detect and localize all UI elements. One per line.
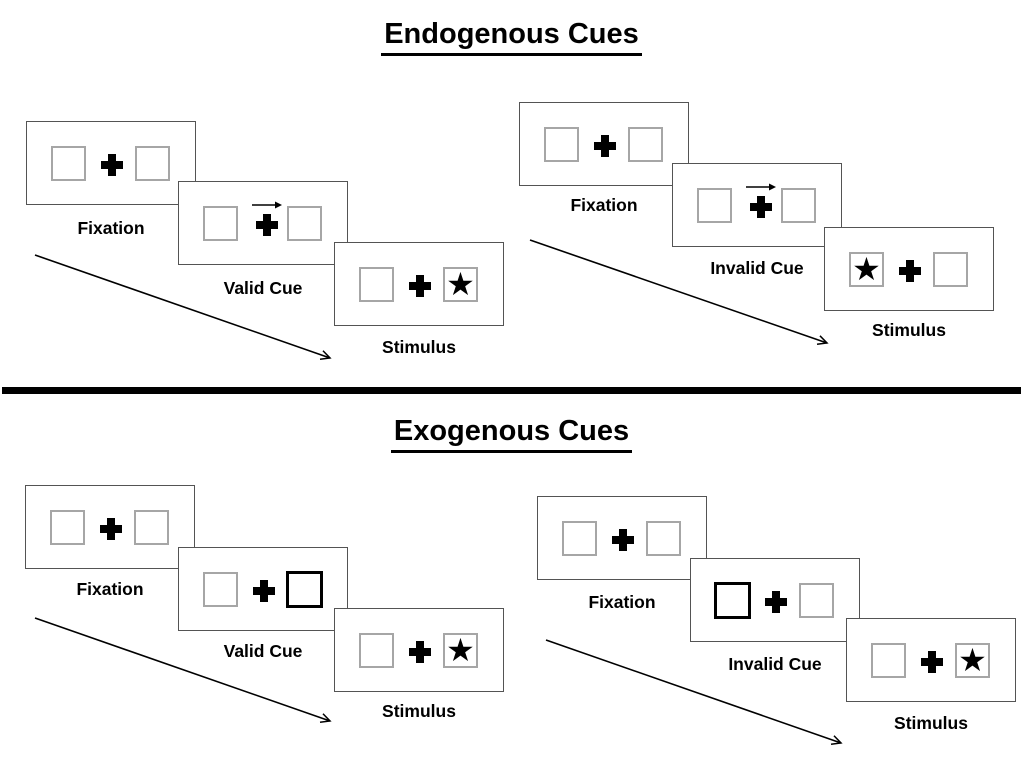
right-arrow-cue-icon xyxy=(746,183,776,191)
placeholder-box-right xyxy=(628,127,663,162)
valid-cue-screen xyxy=(178,547,348,631)
endogenous-title-text: Endogenous Cues xyxy=(381,18,642,56)
placeholder-box-right xyxy=(799,583,834,618)
placeholder-box-right xyxy=(933,252,968,287)
fixation-label: Fixation xyxy=(570,195,638,215)
stimulus-screen: ★ xyxy=(334,242,504,326)
invalid-cue-label: Invalid Cue xyxy=(710,258,804,278)
valid-cue-label: Valid Cue xyxy=(223,641,303,661)
fixation-cross-icon xyxy=(594,135,616,157)
fixation-cross-icon xyxy=(899,260,921,282)
fixation-cross-icon xyxy=(253,580,275,602)
fixation-screen xyxy=(26,121,196,205)
star-stimulus-icon: ★ xyxy=(958,641,987,679)
placeholder-box-right xyxy=(646,521,681,556)
placeholder-box-right xyxy=(781,188,816,223)
invalid-cue-screen xyxy=(672,163,842,247)
fixation-cross-icon xyxy=(612,529,634,551)
fixation-screen xyxy=(537,496,707,580)
placeholder-box-right xyxy=(135,146,170,181)
invalid-cue-screen xyxy=(690,558,860,642)
placeholder-box-left xyxy=(203,206,238,241)
placeholder-box-left xyxy=(544,127,579,162)
placeholder-box-right xyxy=(287,206,322,241)
fixation-cross-icon xyxy=(100,518,122,540)
time-arrow-exogenous-valid xyxy=(34,617,332,724)
placeholder-box-left xyxy=(203,572,238,607)
valid-cue-label: Valid Cue xyxy=(223,278,303,298)
right-arrow-cue-icon xyxy=(252,201,282,209)
placeholder-box-left xyxy=(51,146,86,181)
fixation-cross-icon xyxy=(256,214,278,236)
stimulus-screen: ★ xyxy=(824,227,994,311)
placeholder-box-left xyxy=(50,510,85,545)
section-divider xyxy=(2,387,1021,394)
fixation-cross-icon xyxy=(921,651,943,673)
fixation-cross-icon xyxy=(409,641,431,663)
invalid-cue-label: Invalid Cue xyxy=(728,654,822,674)
star-stimulus-icon: ★ xyxy=(852,250,881,288)
fixation-screen xyxy=(25,485,195,569)
placeholder-box-left xyxy=(562,521,597,556)
fixation-label: Fixation xyxy=(77,218,145,238)
fixation-label: Fixation xyxy=(588,592,656,612)
target-box-right: ★ xyxy=(955,643,990,678)
target-box-right: ★ xyxy=(443,633,478,668)
placeholder-box-left xyxy=(871,643,906,678)
stimulus-label: Stimulus xyxy=(872,320,946,340)
highlighted-cue-box-right xyxy=(286,571,323,608)
stimulus-screen: ★ xyxy=(334,608,504,692)
fixation-label: Fixation xyxy=(76,579,144,599)
fixation-cross-icon xyxy=(101,154,123,176)
star-stimulus-icon: ★ xyxy=(446,631,475,669)
placeholder-box-left xyxy=(359,633,394,668)
fixation-cross-icon xyxy=(765,591,787,613)
time-arrow-endogenous-valid xyxy=(34,254,332,361)
stimulus-label: Stimulus xyxy=(894,713,968,733)
exogenous-title-text: Exogenous Cues xyxy=(390,415,633,453)
placeholder-box-right xyxy=(134,510,169,545)
star-stimulus-icon: ★ xyxy=(446,265,475,303)
stimulus-screen: ★ xyxy=(846,618,1016,702)
time-arrow-endogenous-invalid xyxy=(529,239,829,346)
stimulus-label: Stimulus xyxy=(382,337,456,357)
exogenous-section-title: Exogenous Cues xyxy=(0,415,1023,453)
endogenous-section-title: Endogenous Cues xyxy=(0,18,1023,56)
target-box-left: ★ xyxy=(849,252,884,287)
target-box-right: ★ xyxy=(443,267,478,302)
stimulus-label: Stimulus xyxy=(382,701,456,721)
highlighted-cue-box-left xyxy=(714,582,751,619)
valid-cue-screen xyxy=(178,181,348,265)
fixation-cross-icon xyxy=(409,275,431,297)
fixation-screen xyxy=(519,102,689,186)
placeholder-box-left xyxy=(359,267,394,302)
placeholder-box-left xyxy=(697,188,732,223)
fixation-cross-icon xyxy=(750,196,772,218)
